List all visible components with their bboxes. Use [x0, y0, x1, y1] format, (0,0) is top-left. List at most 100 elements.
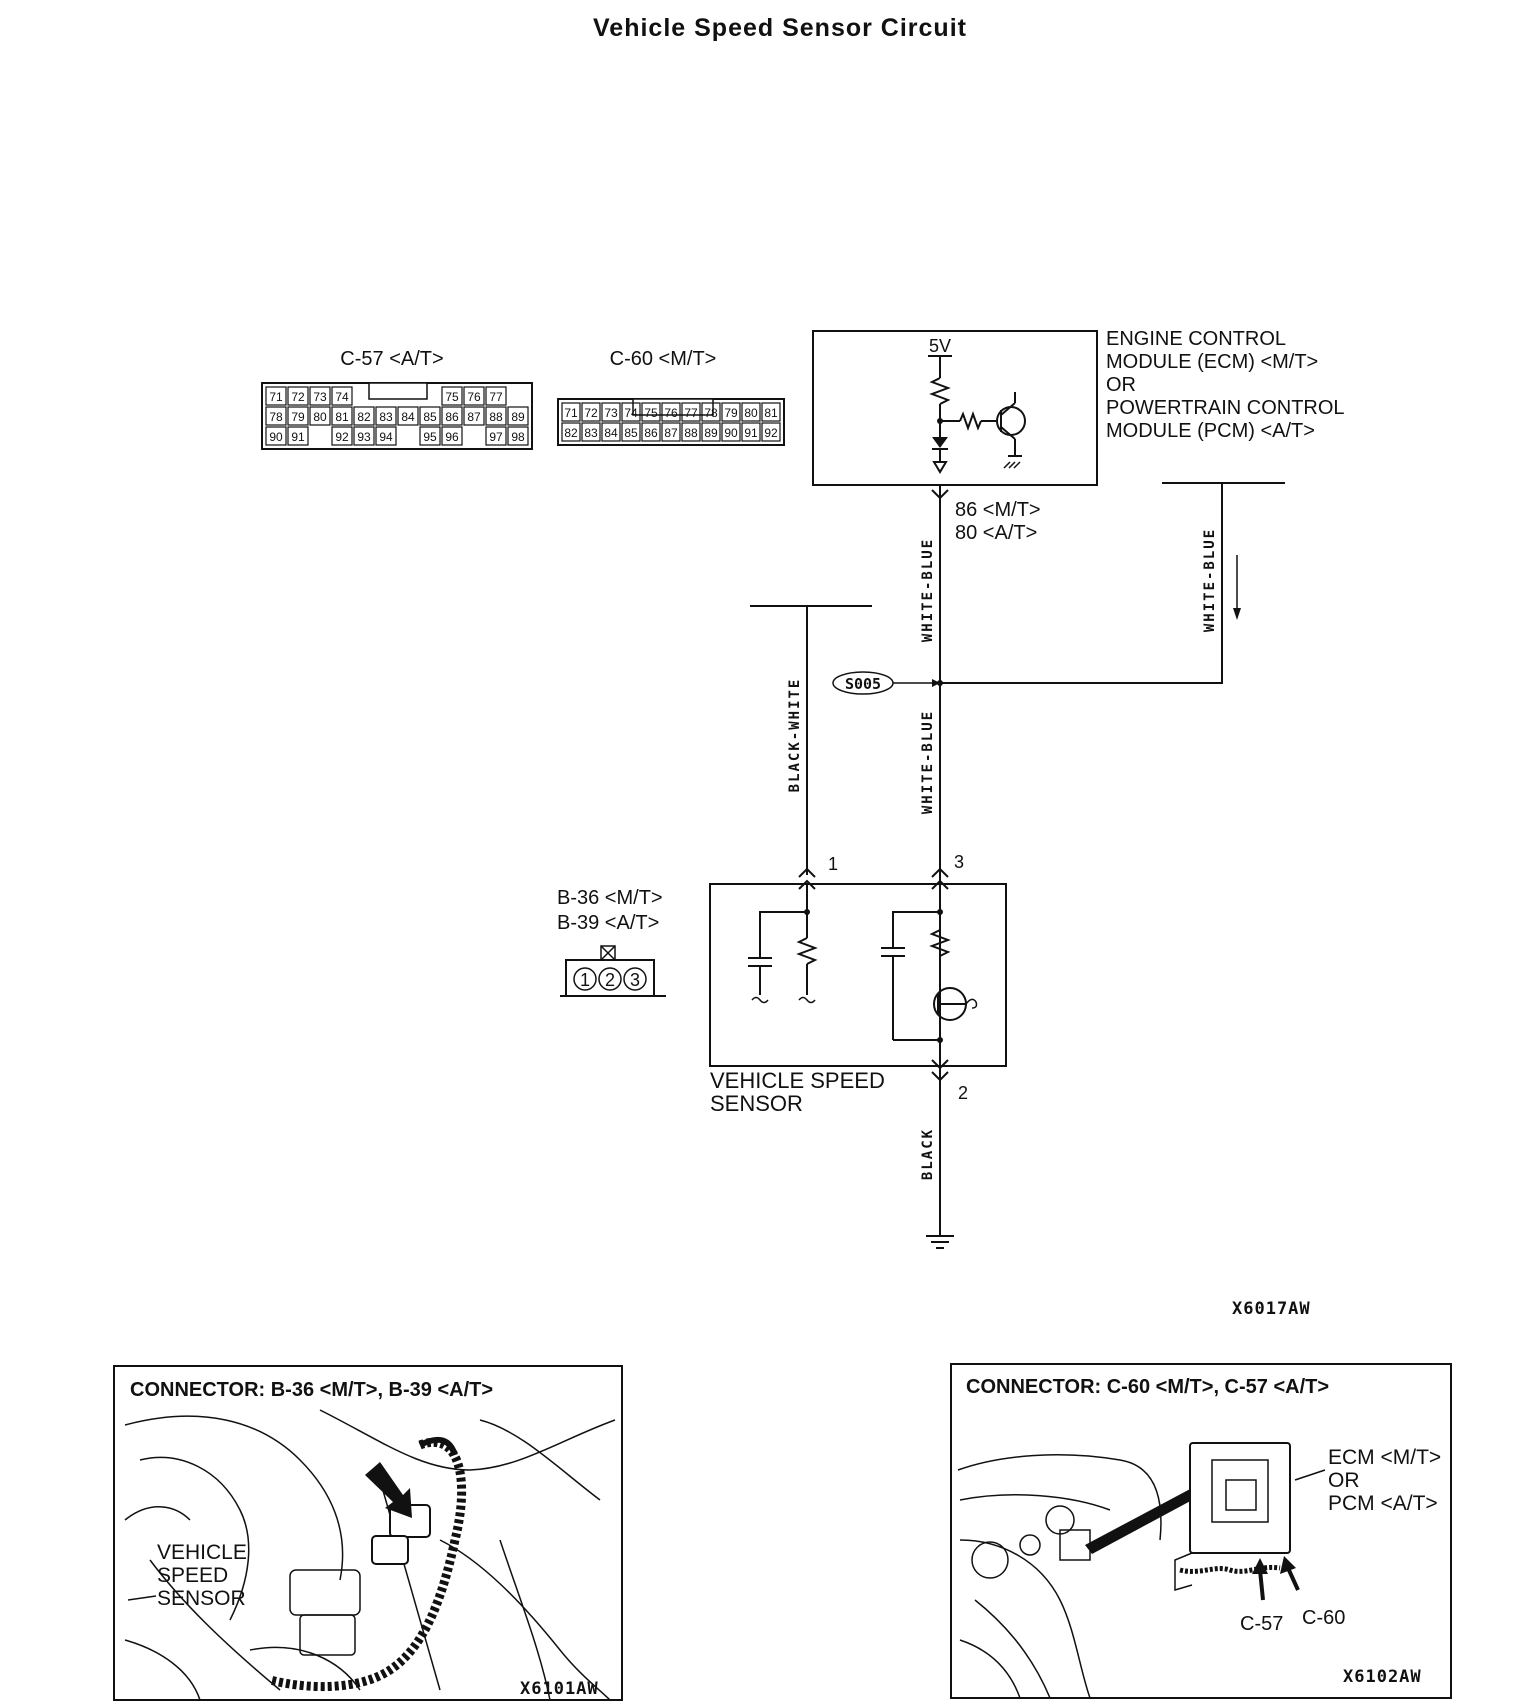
ecm-label-line-1: ENGINE CONTROL [1106, 328, 1286, 350]
wire-label-white-blue-lower: WHITE-BLUE [920, 710, 936, 814]
connector-pin-cell [601, 422, 621, 442]
connector-pin-number: 81 [764, 406, 778, 420]
connector-pin-number: 80 [744, 406, 758, 420]
ecm-diode-symbol [932, 437, 948, 448]
connector-pin-cell [331, 386, 353, 406]
sensor-pin2-connector-mark [931, 1059, 949, 1070]
connector-pin-cell [761, 402, 781, 422]
connector-c60-label: C-60 <M/T> [610, 348, 717, 370]
sensor-pin2-label: 2 [958, 1083, 968, 1103]
connector-pin-number: 94 [379, 430, 393, 444]
sensor-pin1-label: 1 [828, 854, 838, 874]
ecm-base-resistor-symbol [959, 411, 982, 431]
connector-pin-cell [741, 402, 761, 422]
sensor-connector-pin-2 [598, 967, 622, 991]
ecm-label-line-2: MODULE (ECM) <M/T> [1106, 351, 1318, 373]
connector-c57-label: C-57 <A/T> [340, 348, 443, 370]
sensor-connector-pin-label-1: 1 [580, 970, 590, 990]
connector-panel-left: CONNECTOR: B-36 <M/T>, B-39 <A/T> VEHICL… [113, 1365, 623, 1701]
connector-pin-number: 92 [335, 430, 349, 444]
white-blue-branch-wire [940, 483, 1223, 684]
connector-pin-cell [601, 402, 621, 422]
ecm-box: 5V [812, 330, 1098, 486]
connector-pin-number: 81 [335, 410, 349, 424]
connector-pin-cell [621, 402, 641, 422]
connector-pin-number: 89 [511, 410, 525, 424]
ecm-resistor-symbol [929, 377, 951, 405]
connector-pin-cell [375, 426, 397, 446]
connector-pin-cell [721, 402, 741, 422]
panel-left-label-line-2: SPEED [157, 1564, 228, 1587]
panel-right-code: X6102AW [1343, 1667, 1422, 1687]
connector-pin-number: 78 [704, 406, 718, 420]
connector-pin-number: 85 [423, 410, 437, 424]
connector-pin-number: 88 [489, 410, 503, 424]
c57-pointer-arrow [1258, 1569, 1265, 1601]
connector-pin-cell [581, 422, 601, 442]
connector-pin-number: 89 [704, 426, 718, 440]
sensor-connector-pin-label-3: 3 [630, 970, 640, 990]
connector-pin-number: 75 [644, 406, 658, 420]
connector-pin-cell [661, 402, 681, 422]
sensor-box [709, 883, 1007, 1067]
connector-pin-cell [561, 422, 581, 442]
sensor-pin3-connector-mark [931, 867, 949, 878]
connector-pin-cell [761, 422, 781, 442]
sensor-connector-pin-3 [623, 967, 647, 991]
connector-pin-number: 91 [744, 426, 758, 440]
connector-pin-number: 73 [313, 390, 327, 404]
ecm-pin-label-1: 86 <M/T> [955, 499, 1041, 521]
connector-pin-cell [397, 406, 419, 426]
connector-pin-cell [507, 406, 529, 426]
connector-pin-number: 96 [445, 430, 459, 444]
connector-pin-cell [441, 386, 463, 406]
connector-pin-number: 79 [724, 406, 738, 420]
connector-pin-cell [265, 426, 287, 446]
panel-left-code: X6101AW [520, 1679, 599, 1699]
connector-pin-cell [265, 406, 287, 426]
ecm-label-line-4: POWERTRAIN CONTROL [1106, 397, 1345, 419]
panel-left-title: CONNECTOR: B-36 <M/T>, B-39 <A/T> [130, 1379, 493, 1401]
connector-pin-cell [287, 406, 309, 426]
connector-pin-cell [375, 406, 397, 426]
connector-pin-number: 92 [764, 426, 778, 440]
sensor-connector-label-2: B-39 <A/T> [557, 912, 659, 934]
connector-pin-cell [741, 422, 761, 442]
ecm-pin-label-2: 80 <A/T> [955, 522, 1037, 544]
connector-pin-cell [463, 406, 485, 426]
connector-pin-cell [353, 426, 375, 446]
ecm-callout-pointer [1085, 1488, 1196, 1554]
connector-pin-cell [681, 402, 701, 422]
connector-pin-number: 76 [664, 406, 678, 420]
sensor-label-line-2: SENSOR [710, 1091, 803, 1116]
connector-pin-number: 95 [423, 430, 437, 444]
sensor-label-line-1: VEHICLE SPEED [710, 1068, 885, 1093]
figure-code-main: X6017AW [1232, 1299, 1311, 1319]
sensor-location-arrow [365, 1462, 412, 1518]
connector-pin-cell [701, 422, 721, 442]
sensor-connector-pin-label-2: 2 [605, 970, 615, 990]
connector-pin-number: 83 [379, 410, 393, 424]
connector-pin-number: 87 [467, 410, 481, 424]
wire-label-white-blue-branch: WHITE-BLUE [1202, 528, 1218, 632]
panel-right-label-line-2: OR [1328, 1469, 1360, 1492]
connector-pin-cell [641, 422, 661, 442]
connector-pin-cell [681, 422, 701, 442]
connector-pin-number: 74 [624, 406, 638, 420]
panel-left-label-line-3: SENSOR [157, 1587, 246, 1610]
panel-right-c60-label: C-60 [1302, 1607, 1345, 1629]
connector-pin-number: 90 [724, 426, 738, 440]
connector-pin-number: 93 [357, 430, 371, 444]
connector-pin-number: 85 [624, 426, 638, 440]
connector-pin-number: 78 [269, 410, 283, 424]
sensor-connector-pin-1 [573, 967, 597, 991]
panel-right-label-line-3: PCM <A/T> [1328, 1492, 1438, 1515]
connector-pin-number: 73 [604, 406, 618, 420]
connector-pin-number: 82 [357, 410, 371, 424]
connector-pin-number: 90 [269, 430, 283, 444]
connector-pin-cell [621, 422, 641, 442]
wire-label-black-white: BLACK-WHITE [787, 678, 803, 793]
connector-pin-number: 82 [564, 426, 578, 440]
